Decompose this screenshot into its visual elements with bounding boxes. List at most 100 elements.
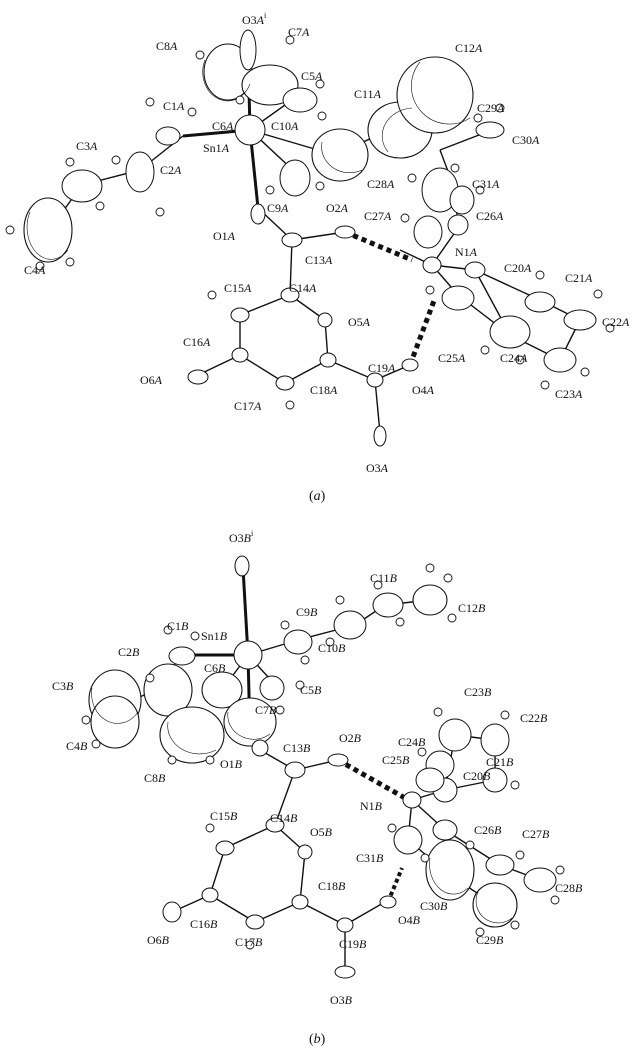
- label-c27a: C27A: [364, 209, 392, 223]
- panel-a-atoms: [23, 29, 597, 447]
- label-c14b: C14B: [270, 811, 298, 825]
- atom-c6b: [201, 671, 243, 709]
- label-c2b: C2B: [118, 645, 140, 659]
- atom-c18b: [291, 894, 309, 910]
- atom-c17a: [275, 375, 295, 391]
- atom-c17b: [245, 914, 265, 930]
- label-c7b: C7B: [255, 703, 277, 717]
- label-c26b: C26B: [474, 823, 502, 837]
- label-c9b: C9B: [296, 605, 318, 619]
- atom-c30b: [425, 839, 475, 901]
- label-c25b: C25B: [382, 753, 410, 767]
- panel-b-atoms: [88, 555, 557, 979]
- atom-c21b: [482, 767, 508, 793]
- atom-o3b: [334, 965, 356, 979]
- label-c23b: C23B: [464, 685, 492, 699]
- label-c11a: C11A: [354, 87, 382, 101]
- atom-c3a: [61, 169, 103, 203]
- atom-c23a: [543, 347, 577, 373]
- label-o6a: O6A: [140, 373, 163, 387]
- atom-c16b: [201, 887, 219, 903]
- label-c2a: C2A: [160, 163, 182, 177]
- atom-c5b: [259, 675, 285, 701]
- atom-o2a: [334, 225, 356, 239]
- label-c5a: C5A: [301, 69, 323, 83]
- label-c21b: C21B: [486, 755, 514, 769]
- label-c16b: C16B: [190, 917, 218, 931]
- label-sn1a: Sn1A: [203, 141, 230, 155]
- atom-c11b: [372, 592, 404, 618]
- atom-c29b: [472, 882, 518, 928]
- label-c16a: C16A: [183, 335, 211, 349]
- atom-o1b: [251, 739, 269, 757]
- label-o2b: O2B: [339, 731, 362, 745]
- atom-sn1b: [233, 640, 263, 670]
- atom-o4b: [379, 895, 397, 909]
- panel-a-hydrogens: [5, 35, 615, 410]
- label-c29a: C29A: [477, 101, 505, 115]
- label-c29b: C29B: [476, 933, 504, 947]
- atom-c19a: [366, 372, 384, 388]
- atom-c13b: [284, 761, 306, 779]
- label-c6a: C6A: [212, 119, 234, 133]
- label-c15b: C15B: [210, 809, 238, 823]
- label-sn1b: Sn1B: [201, 629, 228, 643]
- label-c8b: C8B: [144, 771, 166, 785]
- panel-a-caption: (a): [309, 489, 326, 504]
- atom-c14a: [280, 287, 300, 303]
- label-c31b: C31B: [356, 851, 384, 865]
- label-c18b: C18B: [318, 879, 346, 893]
- atom-o6b: [162, 901, 182, 923]
- atom-c24a: [489, 315, 531, 349]
- label-o5b: O5B: [310, 825, 333, 839]
- label-c23a: C23A: [555, 387, 583, 401]
- atom-o3ai: [239, 29, 257, 71]
- atom-n1b: [402, 791, 422, 809]
- atom-c14b: [265, 817, 285, 833]
- label-o4b: O4B: [398, 913, 421, 927]
- label-c8a: C8A: [156, 39, 178, 53]
- label-c21a: C21A: [565, 271, 593, 285]
- label-c13a: C13A: [305, 253, 333, 267]
- atom-c1b: [168, 646, 196, 666]
- label-c27b: C27B: [522, 827, 550, 841]
- panel-a: O3Ai C7A C8A C12A C5A C11A C29A C1A C6A …: [5, 11, 630, 504]
- atom-c22b: [480, 723, 510, 757]
- label-c17b: C17B: [235, 935, 263, 949]
- panel-b-hydrogens: [81, 563, 565, 950]
- label-c13b: C13B: [283, 741, 311, 755]
- label-n1a: N1A: [455, 245, 478, 259]
- atom-c25a: [441, 285, 475, 311]
- panel-b: O3Bi C11B C12B C9B C1B Sn1B C2B C10B C6B…: [52, 529, 583, 1047]
- atom-c12b: [412, 584, 448, 616]
- atom-c2a: [125, 151, 155, 193]
- atom-c4a: [23, 197, 73, 263]
- label-c10a: C10A: [271, 119, 299, 133]
- atom-c26a: [447, 214, 469, 236]
- atom-o6a: [187, 369, 209, 385]
- atom-o1a: [250, 203, 266, 225]
- label-c14a: C14A: [289, 281, 317, 295]
- atom-c5a: [282, 87, 318, 113]
- atom-c20a: [464, 261, 486, 279]
- atom-c15b: [215, 840, 235, 856]
- label-c6b: C6B: [204, 661, 226, 675]
- label-c28a: C28A: [367, 177, 395, 191]
- label-c10b: C10B: [318, 641, 346, 655]
- label-c4a: C4A: [24, 263, 46, 277]
- atom-c21a: [524, 291, 556, 313]
- label-c22a: C22A: [602, 315, 630, 329]
- label-c7a: C7A: [288, 25, 310, 39]
- atom-c31a: [449, 185, 475, 215]
- atom-c19b: [336, 917, 354, 933]
- label-c1a: C1A: [163, 99, 185, 113]
- atom-c16a: [231, 347, 249, 363]
- label-o5a: O5A: [348, 315, 371, 329]
- label-c3b: C3B: [52, 679, 74, 693]
- atom-o3bi: [234, 555, 250, 577]
- atom-o5a: [317, 312, 333, 328]
- label-c17a: C17A: [234, 399, 262, 413]
- label-c22b: C22B: [520, 711, 548, 725]
- atom-c28b: [523, 867, 557, 893]
